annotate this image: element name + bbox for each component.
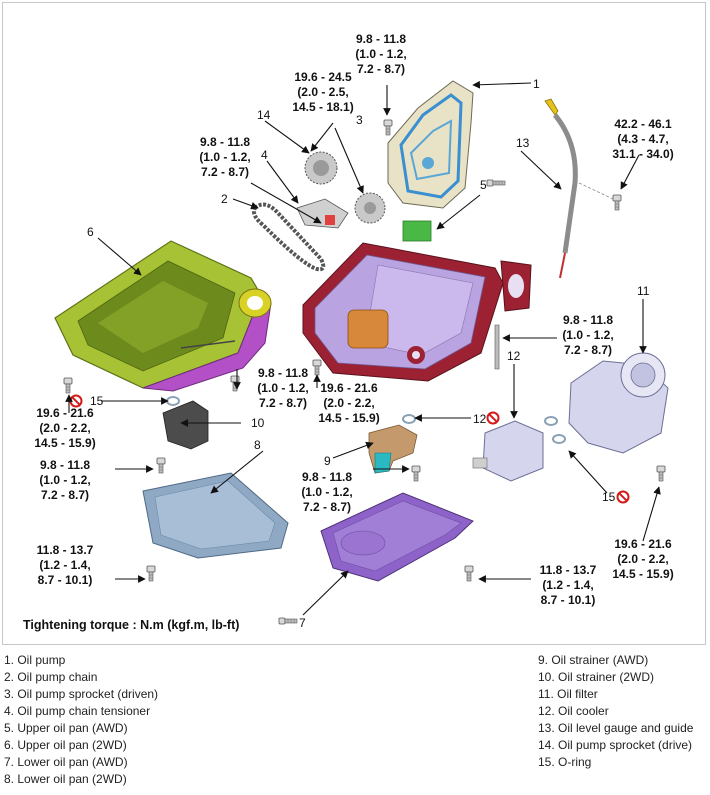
callout-13: 13 xyxy=(516,136,530,150)
oil-pump-chain-tensioner xyxy=(296,198,349,229)
exploded-view-diagram: 9.8 - 11.8(1.0 - 1.2,7.2 - 8.7) 19.6 - 2… xyxy=(23,32,674,632)
torque-label-strainer-awd: 9.8 - 11.8(1.0 - 1.2,7.2 - 8.7) xyxy=(301,470,352,514)
arrow-icon xyxy=(332,441,374,459)
oil-cooler xyxy=(402,414,544,482)
callout-9: 9 xyxy=(324,454,331,468)
arrow-icon xyxy=(472,80,532,89)
callout-6: 6 xyxy=(87,225,94,239)
oil-filter xyxy=(544,352,669,482)
callout-7: 7 xyxy=(299,616,306,630)
callout-11: 11 xyxy=(637,284,650,298)
legend-item: 1. Oil pump xyxy=(4,653,66,667)
arrow-icon xyxy=(264,120,310,154)
svg-text:9.8 - 11.8(1.0 - 1.2,7.2 - 8.7: 9.8 - 11.8(1.0 - 1.2,7.2 - 8.7) xyxy=(257,366,308,410)
oil-level-gauge-and-guide xyxy=(544,98,622,279)
arrow-icon xyxy=(620,154,640,190)
oil-strainer-2wd xyxy=(156,396,209,474)
torque-label-tensioner: 9.8 - 11.8(1.0 - 1.2,7.2 - 8.7) xyxy=(199,135,250,179)
no-reuse-icon xyxy=(616,490,630,504)
arrow-icon xyxy=(568,450,608,494)
svg-text:9.8 - 11.8(1.0 - 1.2,7.2 - 8.7: 9.8 - 11.8(1.0 - 1.2,7.2 - 8.7) xyxy=(355,32,406,76)
callout-1: 1 xyxy=(533,77,540,91)
torque-label-lower-pan-2wd: 11.8 - 13.7(1.2 - 1.4,8.7 - 10.1) xyxy=(37,543,94,587)
legend-item: 3. Oil pump sprocket (driven) xyxy=(4,687,159,701)
parts-legend: 1. Oil pump 2. Oil pump chain 3. Oil pum… xyxy=(0,652,710,795)
arrow-icon xyxy=(266,160,299,204)
legend-item: 13. Oil level gauge and guide xyxy=(538,721,694,735)
svg-text:11.8 - 13.7(1.2 - 1.4,8.7 - 10: 11.8 - 13.7(1.2 - 1.4,8.7 - 10.1) xyxy=(540,563,597,607)
oil-strainer-awd xyxy=(368,424,421,482)
callout-3: 3 xyxy=(356,113,363,127)
arrow-icon xyxy=(310,122,334,152)
svg-text:19.6 - 21.6(2.0 - 2.2,14.5 - 1: 19.6 - 21.6(2.0 - 2.2,14.5 - 15.9) xyxy=(34,406,95,450)
arrow-icon xyxy=(250,182,322,224)
arrow-icon xyxy=(210,450,264,494)
arrow-icon xyxy=(232,198,259,210)
callout-4: 4 xyxy=(261,148,268,162)
arrow-icon xyxy=(642,486,661,542)
arrow-icon xyxy=(302,570,349,616)
legend-item: 9. Oil strainer (AWD) xyxy=(538,653,649,667)
svg-text:9.8 - 11.8(1.0 - 1.2,7.2 - 8.7: 9.8 - 11.8(1.0 - 1.2,7.2 - 8.7) xyxy=(301,470,352,514)
torque-label-gauge-guide: 42.2 - 46.1(4.3 - 4.7,31.1 - 34.0) xyxy=(612,117,673,161)
tightening-torque-note: Tightening torque : N.m (kgf.m, lb-ft) xyxy=(23,618,239,632)
torque-label-strainer-2wd: 9.8 - 11.8(1.0 - 1.2,7.2 - 8.7) xyxy=(39,458,90,502)
arrow-icon xyxy=(334,127,364,194)
torque-label-lower-pan-awd: 11.8 - 13.7(1.2 - 1.4,8.7 - 10.1) xyxy=(540,563,597,607)
torque-label-oil-pump: 9.8 - 11.8(1.0 - 1.2,7.2 - 8.7) xyxy=(355,32,406,76)
svg-text:9.8 - 11.8(1.0 - 1.2,7.2 - 8.7: 9.8 - 11.8(1.0 - 1.2,7.2 - 8.7) xyxy=(39,458,90,502)
svg-text:19.6 - 24.5(2.0 - 2.5,14.5 - 1: 19.6 - 24.5(2.0 - 2.5,14.5 - 18.1) xyxy=(292,70,353,114)
oil-pump-chain xyxy=(252,202,326,272)
torque-label-upper-pan-center: 9.8 - 11.8(1.0 - 1.2,7.2 - 8.7) xyxy=(257,366,308,410)
legend-item: 10. Oil strainer (2WD) xyxy=(538,670,655,684)
torque-label-upper-pan-2wd: 19.6 - 21.6(2.0 - 2.2,14.5 - 15.9) xyxy=(34,406,95,450)
callout-14: 14 xyxy=(257,108,271,122)
arrow-icon xyxy=(97,237,142,276)
legend-item: 15. O-ring xyxy=(538,755,592,769)
callout-8: 8 xyxy=(254,438,261,452)
arrow-icon xyxy=(436,194,481,230)
arrow-icon xyxy=(520,150,562,190)
callout-15-right: 15 xyxy=(602,490,616,504)
svg-text:9.8 - 11.8(1.0 - 1.2,7.2 - 8.7: 9.8 - 11.8(1.0 - 1.2,7.2 - 8.7) xyxy=(199,135,250,179)
no-reuse-icon xyxy=(69,394,83,408)
svg-text:11.8 - 13.7(1.2 - 1.4,8.7 - 10: 11.8 - 13.7(1.2 - 1.4,8.7 - 10.1) xyxy=(37,543,94,587)
legend-item: 7. Lower oil pan (AWD) xyxy=(4,755,128,769)
legend-item: 12. Oil cooler xyxy=(538,704,609,718)
svg-text:19.6 - 21.6(2.0 - 2.2,14.5 - 1: 19.6 - 21.6(2.0 - 2.2,14.5 - 15.9) xyxy=(612,537,673,581)
oil-pump-sprocket-driven xyxy=(354,192,386,224)
torque-label-oil-filter: 19.6 - 21.6(2.0 - 2.2,14.5 - 15.9) xyxy=(612,537,673,581)
torque-label-sprocket: 19.6 - 24.5(2.0 - 2.5,14.5 - 18.1) xyxy=(292,70,353,114)
legend-item: 11. Oil filter xyxy=(538,687,598,701)
no-reuse-icon xyxy=(486,411,500,425)
torque-label-upper-pan-right: 9.8 - 11.8(1.0 - 1.2,7.2 - 8.7) xyxy=(562,313,613,357)
upper-oil-pan-awd xyxy=(302,179,532,382)
oil-pump-sprocket-drive xyxy=(304,151,338,185)
leader-lines xyxy=(65,80,661,616)
legend-item: 6. Upper oil pan (2WD) xyxy=(4,738,127,752)
svg-text:42.2 - 46.1(4.3 - 4.7,31.1 - 3: 42.2 - 46.1(4.3 - 4.7,31.1 - 34.0) xyxy=(612,117,673,161)
legend-item: 5. Upper oil pan (AWD) xyxy=(4,721,128,735)
lower-oil-pan-2wd xyxy=(142,472,289,582)
callout-12: 12 xyxy=(507,349,521,363)
callout-2: 2 xyxy=(221,192,228,206)
diagram-frame: 9.8 - 11.8(1.0 - 1.2,7.2 - 8.7) 19.6 - 2… xyxy=(2,2,706,645)
svg-text:9.8 - 11.8(1.0 - 1.2,7.2 - 8.7: 9.8 - 11.8(1.0 - 1.2,7.2 - 8.7) xyxy=(562,313,613,357)
callout-12-oring: 12 xyxy=(473,412,487,426)
callout-5: 5 xyxy=(480,178,487,192)
legend-column-left: 1. Oil pump 2. Oil pump chain 3. Oil pum… xyxy=(4,652,158,788)
legend-item: 8. Lower oil pan (2WD) xyxy=(4,772,127,786)
callout-10: 10 xyxy=(251,416,265,430)
torque-label-upper-pan-awd: 19.6 - 21.6(2.0 - 2.2,14.5 - 15.9) xyxy=(318,381,379,425)
upper-oil-pan-2wd xyxy=(54,240,272,394)
legend-column-right: 9. Oil strainer (AWD) 10. Oil strainer (… xyxy=(538,652,693,771)
callout-15-left: 15 xyxy=(90,394,104,408)
legend-item: 2. Oil pump chain xyxy=(4,670,98,684)
legend-item: 14. Oil pump sprocket (drive) xyxy=(538,738,693,752)
svg-text:19.6 - 21.6(2.0 - 2.2,14.5 - 1: 19.6 - 21.6(2.0 - 2.2,14.5 - 15.9) xyxy=(318,381,379,425)
oil-pump xyxy=(383,80,474,209)
legend-item: 4. Oil pump chain tensioner xyxy=(4,704,151,718)
lower-oil-pan-awd xyxy=(278,492,474,625)
